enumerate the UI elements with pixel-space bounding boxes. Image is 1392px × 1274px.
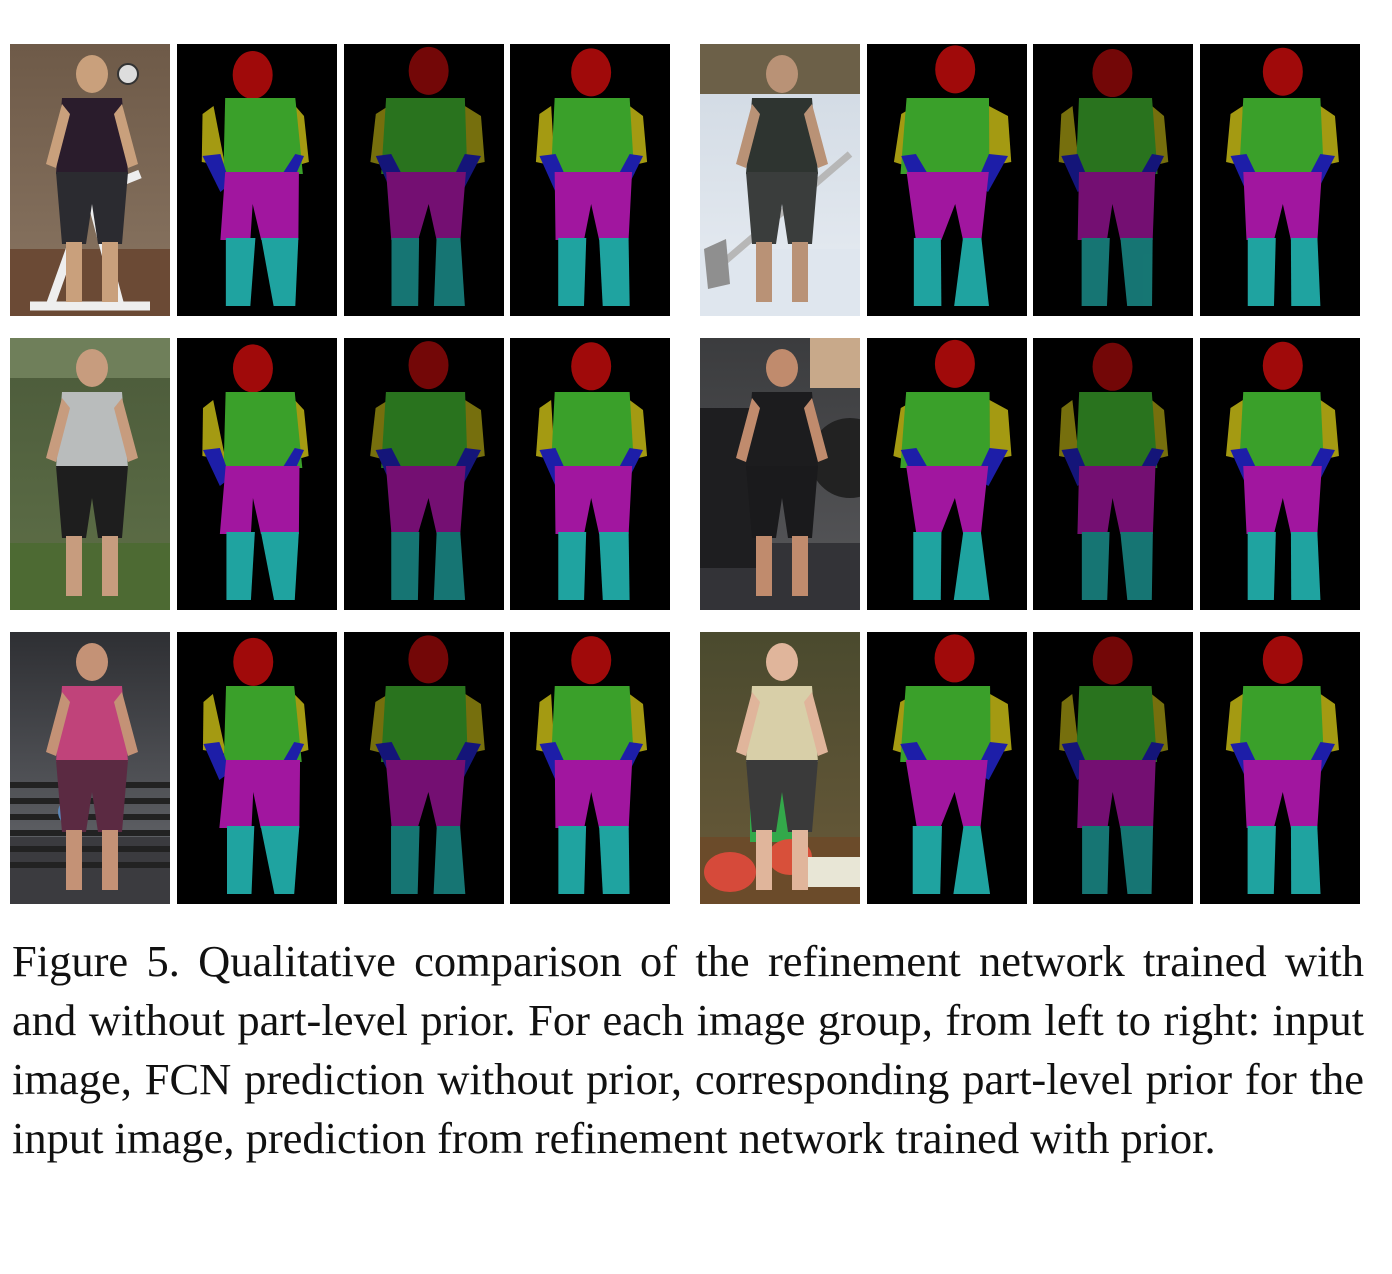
part-prior-panel — [1033, 44, 1193, 316]
head-part — [934, 339, 975, 388]
head-part — [1262, 47, 1303, 96]
head-part — [408, 46, 449, 95]
head-part — [935, 45, 976, 94]
part-prior-panel — [344, 632, 504, 904]
refined-prediction-panel — [1200, 338, 1360, 610]
refined-prediction-panel — [1200, 632, 1360, 904]
head-part — [1262, 341, 1303, 390]
head-part — [232, 344, 273, 393]
refined-prediction-panel — [510, 338, 670, 610]
head-part — [408, 635, 449, 684]
figure-grid — [10, 44, 1360, 904]
refined-prediction-panel — [1200, 44, 1360, 316]
part-prior-panel — [344, 338, 504, 610]
fcn-prediction-panel — [177, 44, 337, 316]
refined-prediction-panel — [510, 44, 670, 316]
head-part — [571, 636, 612, 685]
head-part — [233, 637, 274, 686]
person-shirt — [56, 686, 128, 762]
person-shirt — [746, 98, 818, 174]
fcn-prediction-panel — [177, 338, 337, 610]
head-part — [571, 48, 612, 97]
head-part — [934, 634, 975, 683]
head-part — [1092, 342, 1133, 391]
person-head — [766, 643, 798, 681]
input-image — [700, 632, 860, 904]
figure-caption: Figure 5. Qualitative comparison of the … — [12, 936, 1364, 1163]
person-head — [76, 55, 108, 93]
input-image — [10, 44, 170, 316]
person-pants — [746, 466, 818, 538]
part-prior-panel — [1033, 632, 1193, 904]
person-head — [766, 55, 798, 93]
person-pants — [56, 466, 128, 538]
head-part — [1262, 635, 1303, 684]
head-part — [1092, 49, 1133, 98]
wall-clock — [117, 63, 139, 85]
input-image — [700, 44, 860, 316]
person-pants — [56, 172, 128, 244]
photo-floor — [10, 543, 170, 610]
fcn-prediction-panel — [867, 338, 1027, 610]
fcn-prediction-panel — [867, 632, 1027, 904]
fcn-prediction-panel — [177, 632, 337, 904]
person-head — [76, 349, 108, 387]
part-prior-panel — [344, 44, 504, 316]
input-image — [700, 338, 860, 610]
input-image — [10, 338, 170, 610]
person-shirt — [746, 686, 818, 762]
person-pants — [746, 172, 818, 244]
shovel-blade — [704, 239, 730, 289]
refined-prediction-panel — [510, 632, 670, 904]
head-part — [232, 50, 273, 99]
person-pants — [56, 760, 128, 832]
wall-board — [810, 338, 860, 388]
person-shirt — [56, 392, 128, 468]
head-part — [408, 341, 449, 390]
input-image — [10, 632, 170, 904]
head-part — [571, 342, 612, 391]
person-pants — [746, 760, 818, 832]
person-head — [766, 349, 798, 387]
person-shirt — [56, 98, 128, 174]
person-head — [76, 643, 108, 681]
person-shirt — [746, 392, 818, 468]
fcn-prediction-panel — [867, 44, 1027, 316]
tomato — [704, 852, 756, 892]
part-prior-panel — [1033, 338, 1193, 610]
head-part — [1092, 636, 1133, 685]
